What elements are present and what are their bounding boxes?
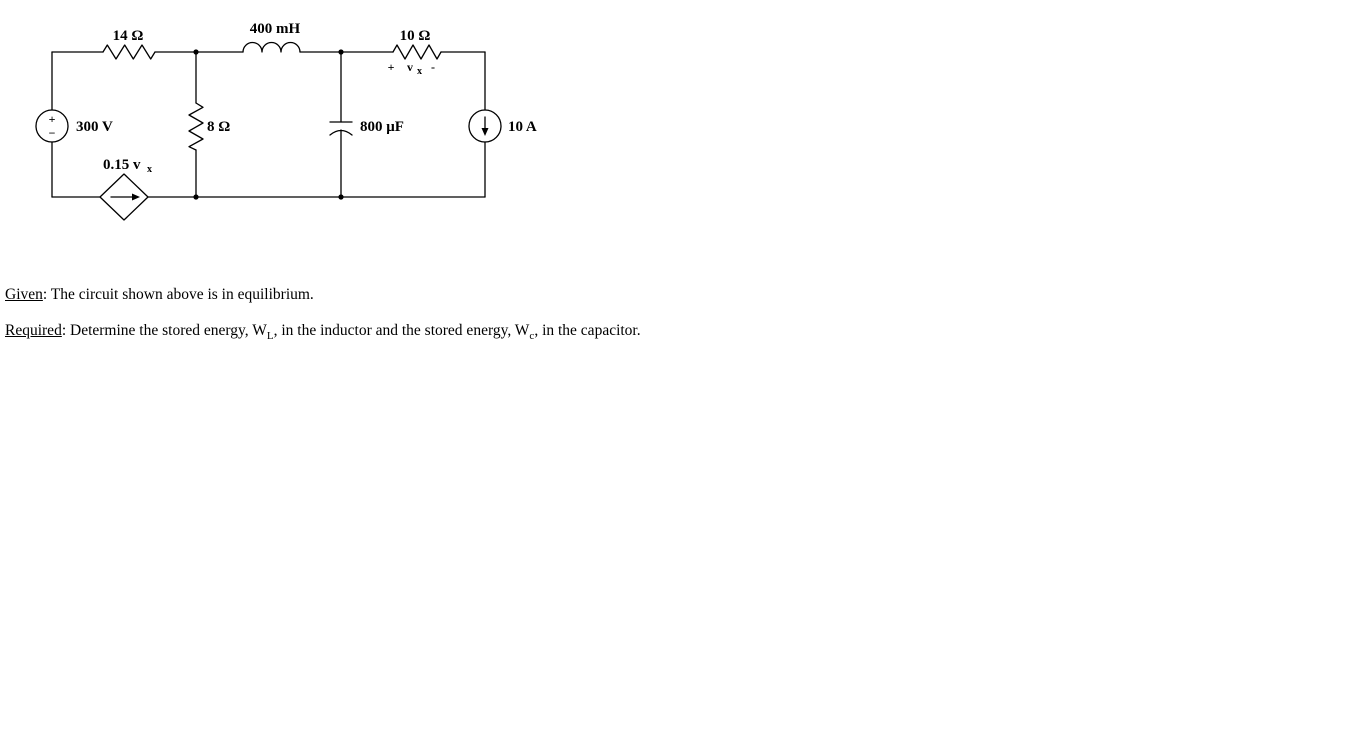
current-source: 10 A [468,109,537,143]
dependent-source-label-subscript: x [147,164,152,175]
current-source-circle [468,109,502,143]
current-source-label: 10 A [508,119,537,135]
inductor-coils [242,41,301,53]
voltage-source-label: 300 V [76,119,113,135]
vx-v: v [407,60,413,74]
resistor-14ohm: 14 Ω [102,28,156,60]
dependent-source-arrowhead [132,193,140,201]
current-source-arrowhead [481,128,489,136]
dependent-source-label: 0.15 v [103,157,141,173]
voltage-source: + − 300 V [35,109,113,143]
given-label: Given [5,285,43,303]
voltage-source-circle [35,109,69,143]
resistor-8ohm-label: 8 Ω [207,119,230,135]
resistor-10ohm: 10 Ω + v x - [388,28,442,77]
inductor: 400 mH [242,21,301,53]
required-statement: Required: Determine the stored energy, W… [5,321,641,342]
dependent-source: 0.15 v x [99,157,152,221]
junction-dots [193,49,344,200]
junction-dot-bottom-right [338,194,344,200]
vx-minus-sign: - [431,60,435,74]
resistor-10ohm-label: 10 Ω [400,28,431,44]
voltage-source-minus: − [49,126,56,140]
energy-inductor-subscript: L [266,329,274,342]
wires [51,51,486,198]
vx-subscript: x [417,66,422,77]
vx-plus-sign: + [388,60,395,74]
circuit-diagram: 14 Ω 400 mH 10 Ω + v x - + − 300 V 8 Ω [35,21,537,221]
capacitor-label: 800 μF [360,119,404,135]
given-text: : The circuit shown above is in equilibr… [42,285,314,303]
capacitor: 800 μF [329,119,404,136]
junction-dot-top-left [193,49,199,55]
required-label: Required [5,321,62,339]
required-text-part3: , in the capacitor. [534,321,641,339]
dependent-source-diamond [99,173,149,221]
junction-dot-bottom-left [193,194,199,200]
resistor-8ohm-zigzag [188,102,204,151]
voltage-source-plus: + [49,112,56,126]
energy-capacitor-subscript: c [529,329,535,342]
junction-dot-top-right [338,49,344,55]
resistor-10ohm-zigzag [392,44,442,60]
resistor-8ohm: 8 Ω [188,102,230,151]
inductor-label: 400 mH [250,21,301,37]
capacitor-plate-bottom [329,129,353,136]
resistor-14ohm-zigzag [102,44,156,60]
resistor-14ohm-label: 14 Ω [113,28,144,44]
given-statement: Given: The circuit shown above is in equ… [5,286,314,303]
required-text-part1: : Determine the stored energy, W [61,321,267,339]
required-text-part2: , in the inductor and the stored energy,… [273,321,530,339]
